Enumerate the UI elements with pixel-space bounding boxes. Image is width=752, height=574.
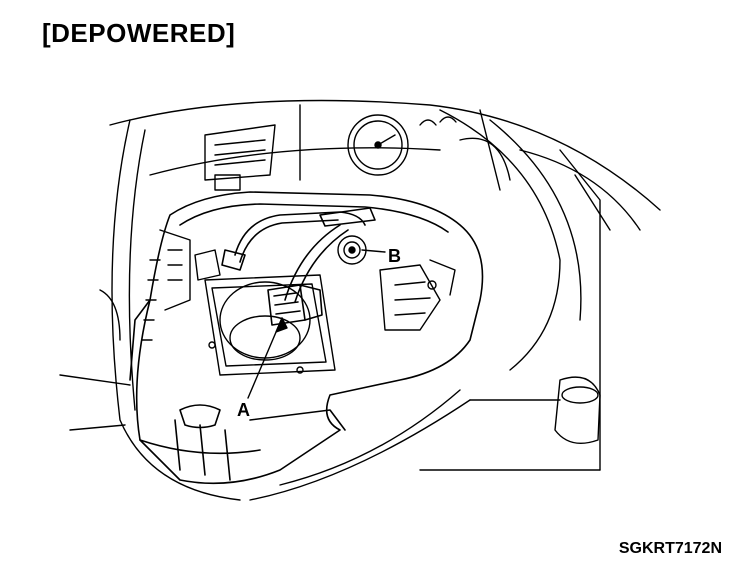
wheel-hub-housing: [129, 191, 484, 485]
callout-a-label: A: [237, 400, 250, 420]
page-title: [DEPOWERED]: [42, 18, 236, 48]
wiring-harness: [221, 207, 376, 303]
dashboard-lines: [109, 99, 661, 231]
connector-a: [267, 284, 323, 326]
right-console: [419, 149, 611, 471]
callout-b-label: B: [388, 246, 401, 266]
right-spoke-detail: [379, 259, 456, 331]
left-spoke-detail: [141, 229, 221, 341]
lower-left-lines: [59, 289, 131, 431]
leader-line-b: [361, 249, 386, 253]
steering-wheel-rim: [111, 109, 582, 501]
gauge-cluster: [347, 114, 511, 181]
airbag-mount-plate: [204, 274, 336, 376]
leader-line-a: [247, 317, 288, 399]
air-vent: [204, 124, 276, 191]
figure-code: SGKRT7172N: [618, 540, 722, 557]
